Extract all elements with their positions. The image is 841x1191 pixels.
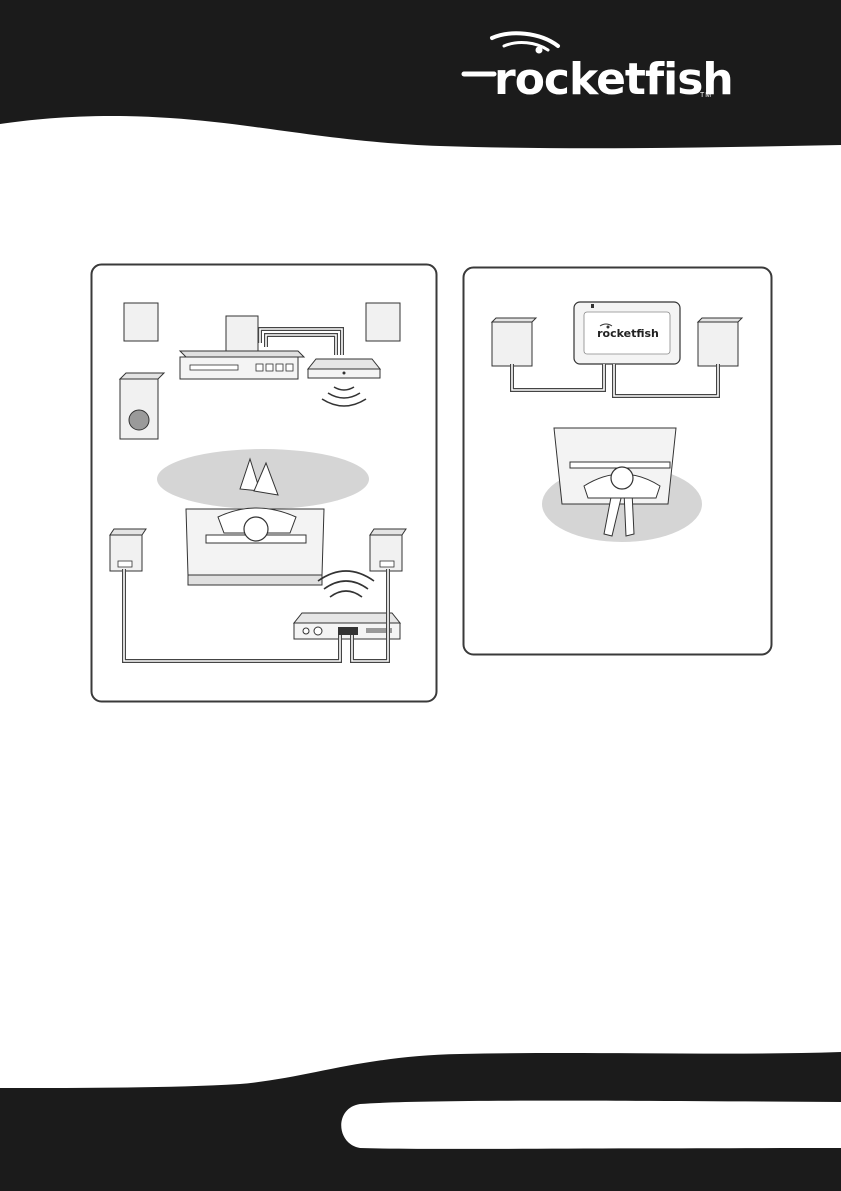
wireless-receiver-box: rocketfish (574, 302, 680, 364)
rocketfish-logo: rocketfish (440, 30, 740, 110)
footer-swoosh (341, 1101, 841, 1149)
desk-stereo-illustration: rocketfish (462, 266, 773, 656)
footer-band (0, 1040, 841, 1191)
trademark-mark: TM (700, 92, 712, 99)
front-left-speaker (124, 303, 158, 341)
right-speaker (698, 318, 742, 366)
home-theater-illustration (90, 263, 438, 703)
center-speaker (226, 316, 258, 352)
svg-text:rocketfish: rocketfish (494, 54, 733, 105)
av-receiver (180, 351, 304, 379)
subwoofer (120, 373, 164, 439)
wireless-receiver (294, 613, 400, 639)
left-speaker (492, 318, 536, 366)
rear-right-speaker (370, 529, 406, 571)
wireless-transmitter (308, 359, 380, 378)
rear-left-speaker (110, 529, 146, 571)
front-right-speaker (366, 303, 400, 341)
svg-text:rocketfish: rocketfish (597, 327, 659, 340)
